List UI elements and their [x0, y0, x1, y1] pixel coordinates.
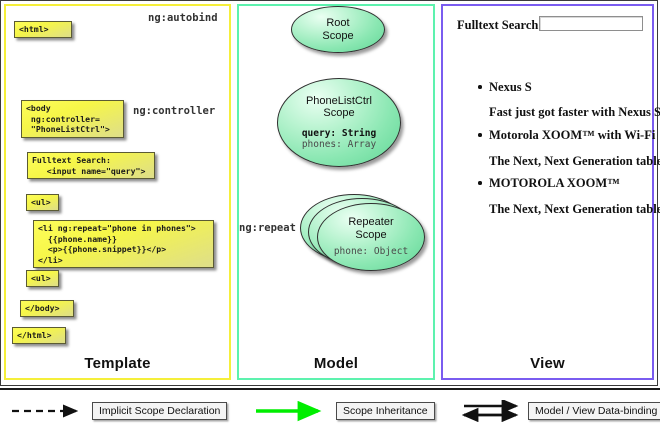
scope-repeater-prop-phone: phone: Object	[333, 246, 409, 258]
legend-label-implicit-scope-declaration: Implicit Scope Declaration	[92, 402, 228, 420]
code-box-li-repeat: <li ng:repeat="phone in phones"> {{phone…	[33, 220, 214, 268]
scope-phonelistctrl: PhoneListCtrl Scope query: String phones…	[277, 78, 401, 167]
double-arrow-icon	[461, 398, 524, 423]
legend-label-scope-inheritance: Scope Inheritance	[336, 402, 435, 420]
legend-divider	[0, 388, 660, 390]
view-phone-snippet-0: Fast just got faster with Nexus S.	[489, 105, 660, 119]
legend-item-implicit-scope-declaration: Implicit Scope Declaration	[10, 400, 228, 422]
scope-phonelistctrl-prop-phones: phones: Array	[301, 139, 377, 150]
view-phone-name-1: Motorola XOOM™ with Wi-Fi	[478, 128, 655, 143]
edge-label-ng-controller: ng:controller	[133, 105, 216, 117]
scope-repeater: Repeater Scope phone: Object	[317, 203, 425, 271]
column-template: Template	[4, 4, 231, 380]
edge-label-ng-autobind: ng:autobind	[148, 12, 218, 24]
column-label-view: View	[530, 355, 565, 372]
bullet-dot-icon	[478, 85, 482, 89]
scope-root-title: Root Scope	[322, 17, 354, 42]
scope-root: Root Scope	[291, 6, 385, 53]
scope-phonelistctrl-title: PhoneListCtrl Scope	[305, 94, 373, 120]
legend-item-scope-inheritance: Scope Inheritance	[254, 400, 435, 422]
bullet-dot-icon	[478, 133, 482, 137]
code-box-body-close: </body>	[20, 300, 74, 317]
view-phone-name-0: Nexus S	[478, 80, 532, 95]
legend-item-model-view-data-binding: Model / View Data-binding	[461, 398, 660, 423]
view-phone-snippet-1: The Next, Next Generation tablet.	[489, 154, 660, 168]
scope-repeater-title: Repeater Scope	[348, 216, 394, 241]
view-search-input[interactable]	[539, 16, 643, 31]
scope-phonelistctrl-prop-query: query: String	[301, 127, 377, 139]
code-box-search: Fulltext Search: <input name="query">	[27, 152, 155, 179]
legend-label-model-view-data-binding: Model / View Data-binding	[528, 402, 660, 420]
code-box-html-close: </html>	[12, 327, 66, 344]
code-box-body-open: <body ng:controller= "PhoneListCtrl">	[21, 100, 124, 138]
edge-label-ng-repeat: ng:repeat	[239, 222, 296, 234]
code-box-ul-open: <ul>	[26, 194, 59, 211]
view-search-label: Fulltext Search:	[457, 18, 543, 32]
dashed-arrow-icon	[10, 400, 88, 422]
code-box-ul-close: <ul>	[26, 270, 59, 287]
legend: Implicit Scope Declaration Scope Inherit…	[0, 392, 660, 435]
view-phone-snippet-2: The Next, Next Generation tablet.	[489, 202, 660, 216]
column-model: Model	[237, 4, 435, 380]
code-box-html-open: <html>	[14, 21, 72, 38]
column-view: View	[441, 4, 654, 380]
solid-arrow-icon	[254, 400, 332, 422]
bullet-dot-icon	[478, 181, 482, 185]
view-phone-name-2: MOTOROLA XOOM™	[478, 176, 620, 191]
column-label-model: Model	[313, 355, 359, 372]
column-label-template: Template	[84, 355, 151, 372]
